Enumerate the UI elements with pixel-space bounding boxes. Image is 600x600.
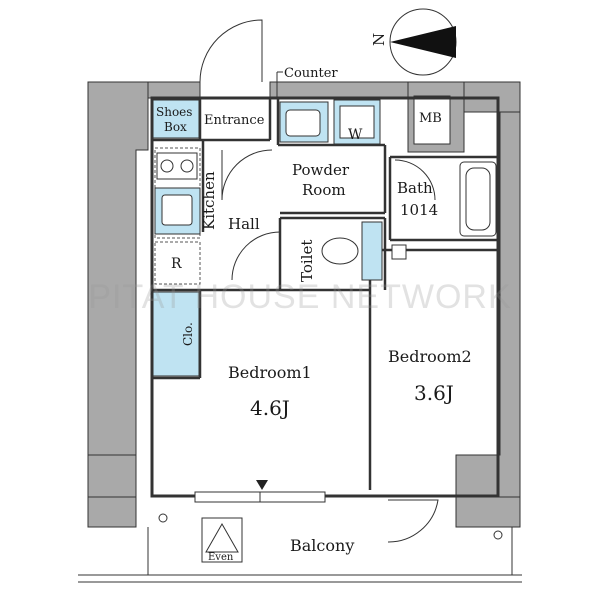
bedroom1-size: 4.6J xyxy=(250,396,290,420)
compass: N xyxy=(370,8,457,76)
bedroom1-label: Bedroom1 xyxy=(228,363,312,382)
hall-label: Hall xyxy=(228,215,260,233)
entrance-label: Entrance xyxy=(204,113,265,128)
bedroom2-size: 3.6J xyxy=(414,381,454,405)
bedroom2-label: Bedroom2 xyxy=(388,347,472,366)
box-label: Box xyxy=(164,120,187,134)
closet-label: Clo. xyxy=(181,322,195,346)
window xyxy=(194,491,326,503)
shoes-label: Shoes xyxy=(156,105,192,119)
hatch-triangle-icon xyxy=(205,522,239,553)
triangle-marker-icon xyxy=(256,480,268,490)
bath-label: Bath xyxy=(397,179,433,197)
structural-walls xyxy=(87,81,521,528)
refrigerator-label: R xyxy=(171,256,182,272)
fixtures xyxy=(152,99,497,377)
even-hatch-box xyxy=(201,517,243,563)
doors xyxy=(199,19,439,543)
mb-label: MB xyxy=(419,111,442,126)
compass-n-label: N xyxy=(370,33,388,46)
partitions xyxy=(152,98,498,490)
toilet-label: Toilet xyxy=(298,240,316,282)
north-arrow-icon xyxy=(390,26,456,58)
even-label: Even xyxy=(208,552,234,563)
mb-shaft xyxy=(413,95,451,145)
balcony-rail xyxy=(78,513,522,583)
room-label: Room xyxy=(302,181,346,199)
counter-label: Counter xyxy=(284,66,338,81)
bath-size-label: 1014 xyxy=(400,201,438,219)
powder-label: Powder xyxy=(292,161,350,179)
kitchen-label: Kitchen xyxy=(200,171,218,230)
w-label: W xyxy=(348,127,363,143)
balcony-label: Balcony xyxy=(290,536,354,555)
